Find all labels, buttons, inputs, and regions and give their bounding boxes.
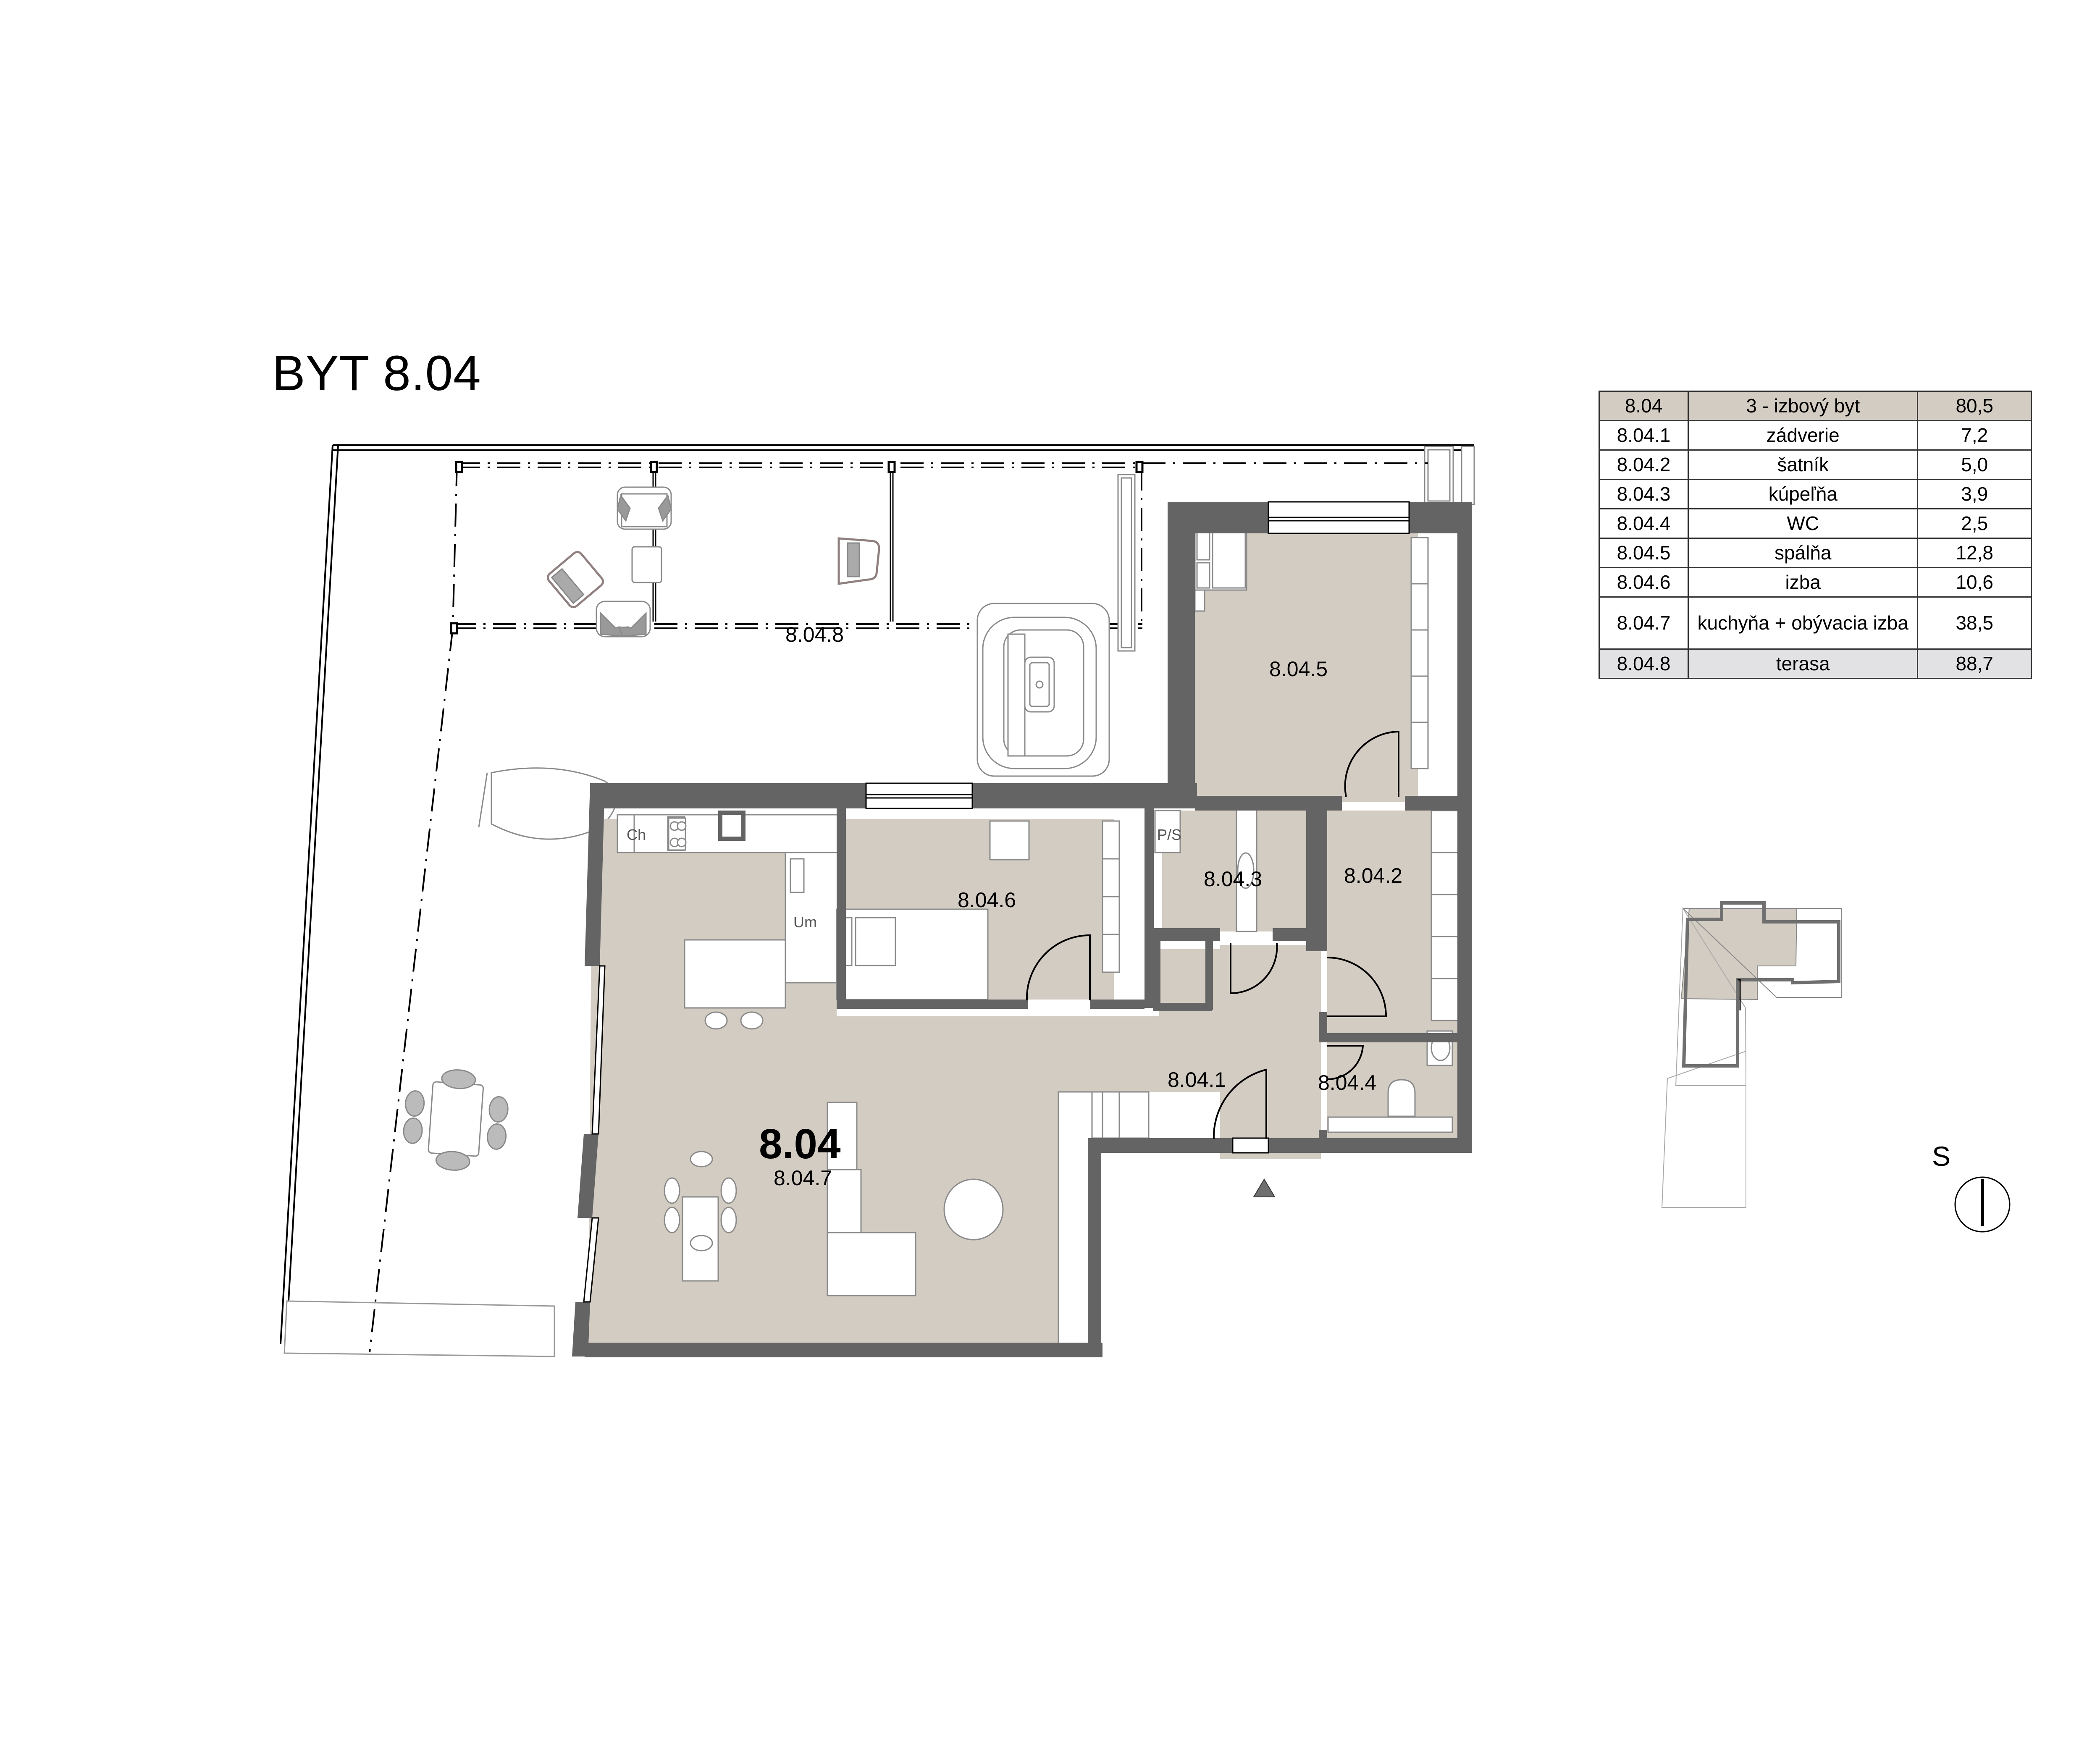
terrace-code: 8.04.8 <box>1598 648 1689 679</box>
table-row: 8.04.4 WC 2,5 <box>1598 508 2032 539</box>
room-name: zádverie <box>1688 420 1919 451</box>
room-area: 5,0 <box>1917 449 2032 480</box>
room-code: 8.04.2 <box>1598 449 1689 480</box>
shaft-label: P/S <box>1157 826 1181 843</box>
table-row-terrace: 8.04.8 terasa 88,7 <box>1598 648 2032 679</box>
room-area: 12,8 <box>1917 538 2032 568</box>
room-label-8.04.3: 8.04.3 <box>1204 867 1262 891</box>
room-code: 8.04.1 <box>1598 420 1689 451</box>
room-code: 8.04.5 <box>1598 538 1689 568</box>
room-area: 2,5 <box>1917 508 2032 539</box>
cooktop-icon <box>668 817 687 851</box>
room-code: 8.04.7 <box>1598 596 1689 650</box>
compass-direction-label: S <box>1932 1141 1951 1172</box>
walls <box>572 502 1472 1357</box>
room-label-8.04.4: 8.04.4 <box>1318 1071 1376 1094</box>
table-row: 8.04.3 kúpeľňa 3,9 <box>1598 479 2032 509</box>
door-swings <box>1026 730 1399 1139</box>
room-code: 8.04.4 <box>1598 508 1689 539</box>
room-label-8.04.8: 8.04.8 <box>785 623 844 646</box>
room-name: izba <box>1688 567 1919 598</box>
outdoor-lounge-set <box>403 474 1136 1171</box>
room-area: 10,6 <box>1917 567 2032 598</box>
apartment-code: 8.04 <box>1598 391 1689 421</box>
room-area: 38,5 <box>1917 596 2032 650</box>
key-plan <box>1661 901 1842 1208</box>
terrace-area <box>280 444 1475 1357</box>
room-area: 7,2 <box>1917 420 2032 451</box>
table-row: 8.04.7 kuchyňa + obývacia izba 38,5 <box>1598 596 2032 650</box>
room-name: spálňa <box>1688 538 1919 568</box>
room-code: 8.04.3 <box>1598 479 1689 509</box>
room-name: kúpeľňa <box>1688 479 1919 509</box>
dishwasher-label: Um <box>793 913 817 931</box>
table-row-apartment: 8.04 3 - izbový byt 80,5 <box>1598 391 2032 421</box>
room-label-8.04.7: 8.04.7 <box>774 1166 832 1190</box>
terrace-area: 88,7 <box>1917 648 2032 679</box>
room-code: 8.04.6 <box>1598 567 1689 598</box>
windows <box>583 501 1410 1303</box>
apartment-area: 80,5 <box>1917 391 2032 421</box>
apartment-number-label: 8.04 <box>759 1120 841 1168</box>
room-label-8.04.6: 8.04.6 <box>958 888 1016 912</box>
room-label-8.04.1: 8.04.1 <box>1168 1068 1226 1091</box>
compass-icon <box>1954 1176 2011 1233</box>
room-name: WC <box>1688 508 1919 539</box>
apartment-type: 3 - izbový byt <box>1688 391 1919 421</box>
terrace-name: terasa <box>1688 648 1919 679</box>
table-row: 8.04.5 spálňa 12,8 <box>1598 538 2032 568</box>
room-label-8.04.5: 8.04.5 <box>1269 657 1328 681</box>
room-name: šatník <box>1688 449 1919 480</box>
room-label-8.04.2: 8.04.2 <box>1344 864 1402 887</box>
page-title: BYT 8.04 <box>272 346 481 401</box>
room-schedule-table: 8.04 3 - izbový byt 80,5 8.04.1 zádverie… <box>1598 391 2032 679</box>
fridge-label: Ch <box>627 826 646 843</box>
room-area: 3,9 <box>1917 479 2032 509</box>
entrance-triangle-icon <box>1253 1178 1276 1197</box>
table-row: 8.04.6 izba 10,6 <box>1598 567 2032 598</box>
table-row: 8.04.2 šatník 5,0 <box>1598 449 2032 480</box>
table-row: 8.04.1 zádverie 7,2 <box>1598 420 2032 451</box>
pergola-posts <box>450 461 1144 635</box>
room-name: kuchyňa + obývacia izba <box>1688 596 1919 650</box>
